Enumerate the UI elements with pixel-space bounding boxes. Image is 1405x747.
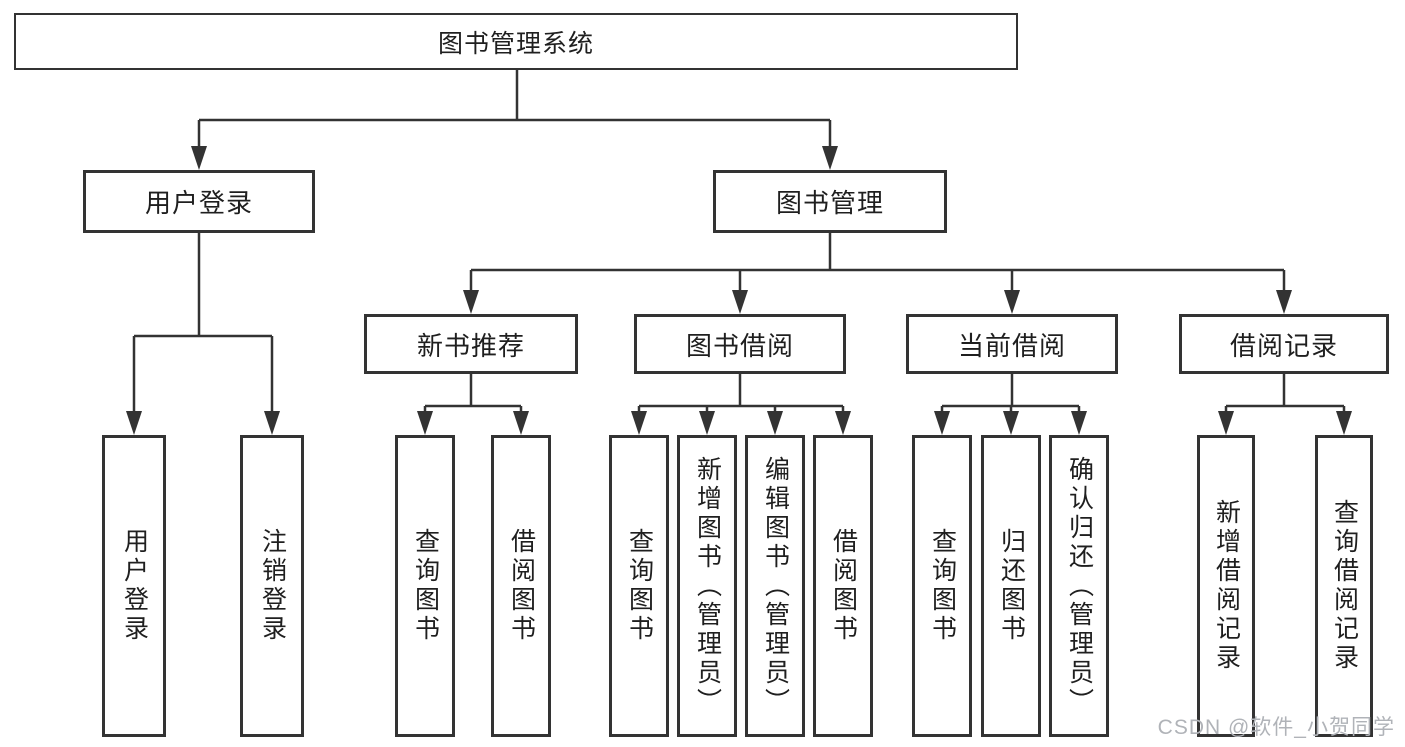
leaf-add-book-admin: 新增图书（管理员） [677,435,737,737]
node-new-book-recommend: 新书推荐 [364,314,578,374]
leaf-query-book-recommend: 查询图书 [395,435,455,737]
leaf-edit-book-admin: 编辑图书（管理员） [745,435,805,737]
node-label: 查询图书 [411,528,440,644]
node-user-login: 用户登录 [83,170,315,233]
watermark: CSDN @软件_小贺同学 [1157,716,1395,739]
leaf-user-login: 用户登录 [102,435,166,737]
node-system-root: 图书管理系统 [14,13,1018,70]
leaf-confirm-return-admin: 确认归还（管理员） [1049,435,1109,737]
node-book-borrowing: 图书借阅 [634,314,846,374]
node-label: 新书推荐 [416,330,525,361]
node-label: 借阅记录 [1229,330,1338,361]
node-label: 图书借阅 [685,330,794,361]
node-label: 注销登录 [258,528,287,644]
leaf-query-book-borrowing: 查询图书 [609,435,669,737]
node-label: 图书管理系统 [437,29,594,58]
node-label: 用户登录 [120,528,149,644]
node-label: 查询图书 [928,528,957,644]
leaf-borrow-book: 借阅图书 [813,435,873,737]
leaf-query-borrow-record: 查询借阅记录 [1315,435,1373,737]
leaf-add-borrow-record: 新增借阅记录 [1197,435,1255,737]
node-book-management: 图书管理 [713,170,947,233]
node-label: 借阅图书 [829,528,858,644]
node-label: 图书管理 [775,188,884,218]
node-label: 新增图书（管理员） [693,455,722,717]
node-label: 查询图书 [625,528,654,644]
node-label: 查询借阅记录 [1330,499,1359,673]
leaf-query-book-current: 查询图书 [912,435,972,737]
leaf-logout: 注销登录 [240,435,304,737]
leaf-return-book: 归还图书 [981,435,1041,737]
node-label: 编辑图书（管理员） [761,455,790,717]
node-label: 借阅图书 [507,528,536,644]
leaf-borrow-book-recommend: 借阅图书 [491,435,551,737]
node-label: 确认归还（管理员） [1065,455,1094,717]
node-label: 当前借阅 [957,330,1066,361]
node-label: 归还图书 [997,528,1026,644]
node-label: 新增借阅记录 [1212,499,1241,673]
node-label: 用户登录 [144,188,253,218]
node-borrowing-records: 借阅记录 [1179,314,1389,374]
node-current-borrowing: 当前借阅 [906,314,1118,374]
